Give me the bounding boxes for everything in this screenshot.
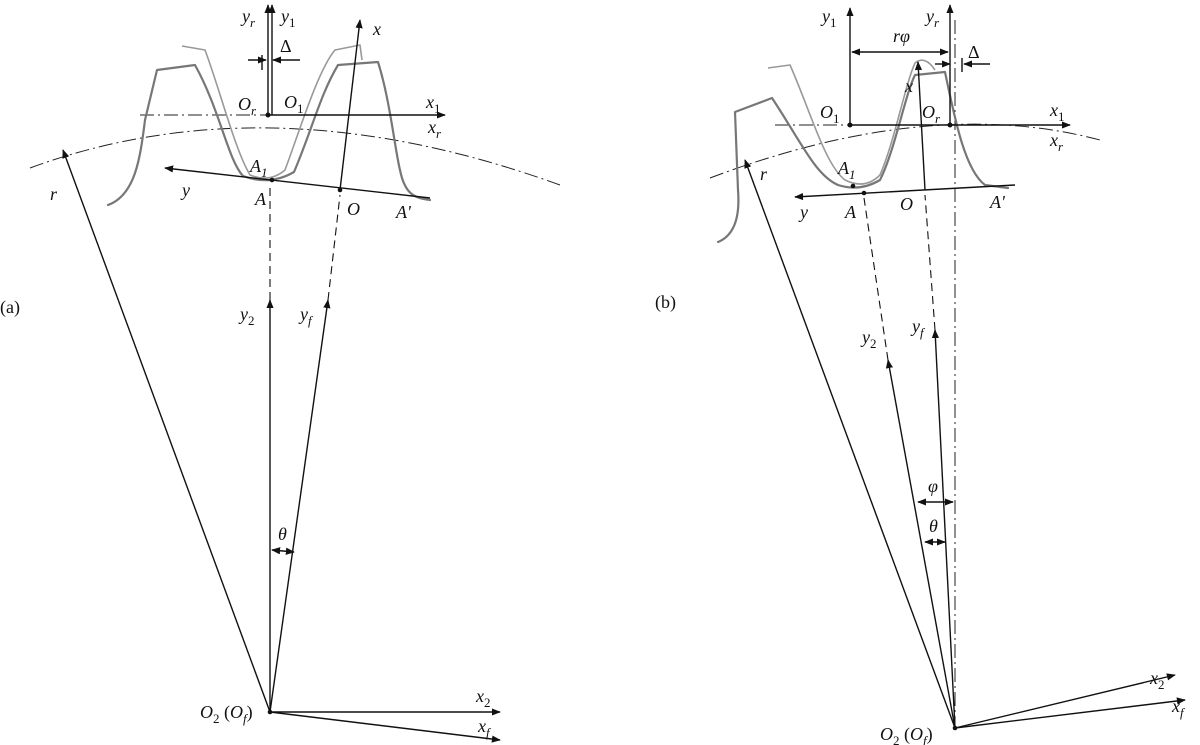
label-origin-a: O2 (Of) bbox=[200, 702, 253, 726]
label-theta-a: θ bbox=[278, 524, 287, 544]
caption-a: (a) bbox=[0, 297, 20, 318]
tooth-profile-b-1 bbox=[716, 70, 1010, 244]
label-xf-b: xf bbox=[1171, 696, 1186, 720]
label-x2-b: x2 bbox=[1149, 668, 1165, 692]
y-axis-rotated-a bbox=[164, 165, 431, 199]
origin-o2-dot-a bbox=[267, 709, 273, 715]
label-delta-b: Δ bbox=[968, 42, 980, 62]
label-o1-a: O1 bbox=[284, 92, 304, 116]
label-o-a: O bbox=[347, 199, 360, 219]
label-xf-a: xf bbox=[477, 716, 492, 740]
origin-or-dot-b bbox=[947, 122, 953, 128]
origin-o1-dot-b bbox=[847, 122, 853, 128]
dashed-yf-b bbox=[924, 194, 936, 331]
label-rphi-b: rφ bbox=[893, 26, 910, 46]
tooth-profile-a-2 bbox=[181, 44, 363, 179]
label-x1-b: x1 bbox=[1049, 100, 1065, 124]
label-aprime-b: A' bbox=[989, 192, 1006, 212]
label-phi-b: φ bbox=[928, 476, 938, 496]
x2-axis-b bbox=[954, 673, 1176, 729]
label-o1-b: O1 bbox=[820, 102, 840, 126]
label-a1-a: A1 bbox=[249, 156, 268, 180]
label-origin-b: O2 (Of) bbox=[880, 724, 933, 745]
label-x2-a: x2 bbox=[475, 686, 491, 710]
yf-axis-b bbox=[931, 329, 956, 729]
y-axis-rotated-b bbox=[794, 184, 1016, 201]
label-x-a: x bbox=[372, 19, 381, 39]
y2-axis-b bbox=[885, 359, 956, 729]
label-y1-b: y1 bbox=[820, 6, 837, 30]
theta-arrow-a bbox=[271, 547, 295, 555]
tooth-profile-a-1 bbox=[106, 60, 432, 207]
dashed-yf-a bbox=[327, 194, 341, 301]
label-r-a: r bbox=[50, 184, 58, 204]
label-x-b: x bbox=[904, 76, 913, 96]
label-y-a: y bbox=[180, 180, 190, 200]
dashed-y2-b bbox=[863, 197, 889, 361]
label-theta-b: θ bbox=[929, 516, 938, 536]
origin-or-dot-a bbox=[265, 112, 271, 118]
xf-axis-b bbox=[954, 697, 1186, 729]
xf-axis-a bbox=[269, 711, 501, 743]
label-delta-a: Δ bbox=[280, 36, 292, 56]
pitch-circle-a bbox=[29, 127, 561, 186]
label-y-b: y bbox=[798, 202, 808, 222]
label-a1-b: A1 bbox=[837, 158, 856, 182]
label-yf-b: yf bbox=[910, 316, 926, 340]
x-axis-rotated-a bbox=[339, 19, 363, 191]
label-y2-b: y2 bbox=[860, 327, 877, 351]
label-a-b: A bbox=[844, 202, 857, 222]
panel-b: (b) y1 yr rφ Δ x O1 Or x1 xr r A1 y A O … bbox=[655, 4, 1186, 745]
caption-b: (b) bbox=[655, 292, 676, 313]
label-xr-a: xr bbox=[427, 117, 442, 141]
label-yr-b: yr bbox=[924, 6, 940, 30]
label-yr-a: yr bbox=[240, 6, 256, 30]
label-x1-a: x1 bbox=[425, 92, 441, 116]
radius-r-b bbox=[744, 159, 956, 729]
label-or-a: Or bbox=[238, 94, 257, 118]
label-y2-a: y2 bbox=[238, 304, 255, 328]
yf-axis-a bbox=[269, 299, 331, 713]
label-r-b: r bbox=[760, 164, 768, 184]
label-or-b: Or bbox=[922, 102, 941, 126]
point-a1-dot-b bbox=[850, 183, 856, 189]
label-o-b: O bbox=[900, 194, 913, 214]
radius-r-a bbox=[62, 149, 271, 713]
origin-o2-dot-b bbox=[952, 725, 958, 731]
point-a-dot-a bbox=[269, 177, 275, 183]
label-xr-b: xr bbox=[1049, 130, 1064, 154]
pitch-circle-b bbox=[709, 123, 1101, 179]
label-a-a: A bbox=[254, 189, 267, 209]
point-a-dot-b bbox=[861, 190, 867, 196]
panel-a: (a) yr y1 Δ Or O1 x1 xr x r A1 y A O A' … bbox=[0, 4, 561, 743]
label-y1-a: y1 bbox=[279, 6, 296, 30]
point-o-dot-a bbox=[337, 187, 343, 193]
x-axis-rotated-b bbox=[914, 61, 926, 191]
label-aprime-a: A' bbox=[395, 202, 412, 222]
label-yf-a: yf bbox=[298, 304, 314, 328]
